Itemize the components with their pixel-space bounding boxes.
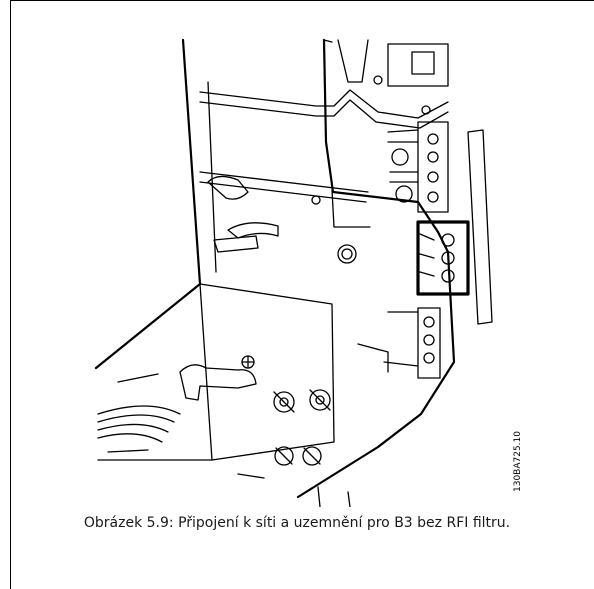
terminal-block-upper [417, 121, 449, 213]
housing-left-wall [94, 38, 202, 370]
cable-clamp-upper [207, 175, 249, 200]
wiring-diagram: 130BA725.10 [94, 38, 523, 507]
cable-clamp-lower [179, 364, 257, 401]
frame-top-border [10, 0, 594, 1]
terminal-block-lower [417, 307, 441, 379]
figure-caption: Obrázek 5.9: Připojení k síti a uzemnění… [83, 515, 511, 531]
frame-left-border [10, 0, 11, 589]
mounting-plate [199, 283, 335, 461]
terminal-block-mains [416, 220, 470, 296]
figure-id-code: 130BA725.10 [513, 431, 523, 492]
cable-rings [97, 373, 181, 453]
housing-top-panel [296, 38, 456, 499]
hex-bolt [337, 244, 357, 264]
